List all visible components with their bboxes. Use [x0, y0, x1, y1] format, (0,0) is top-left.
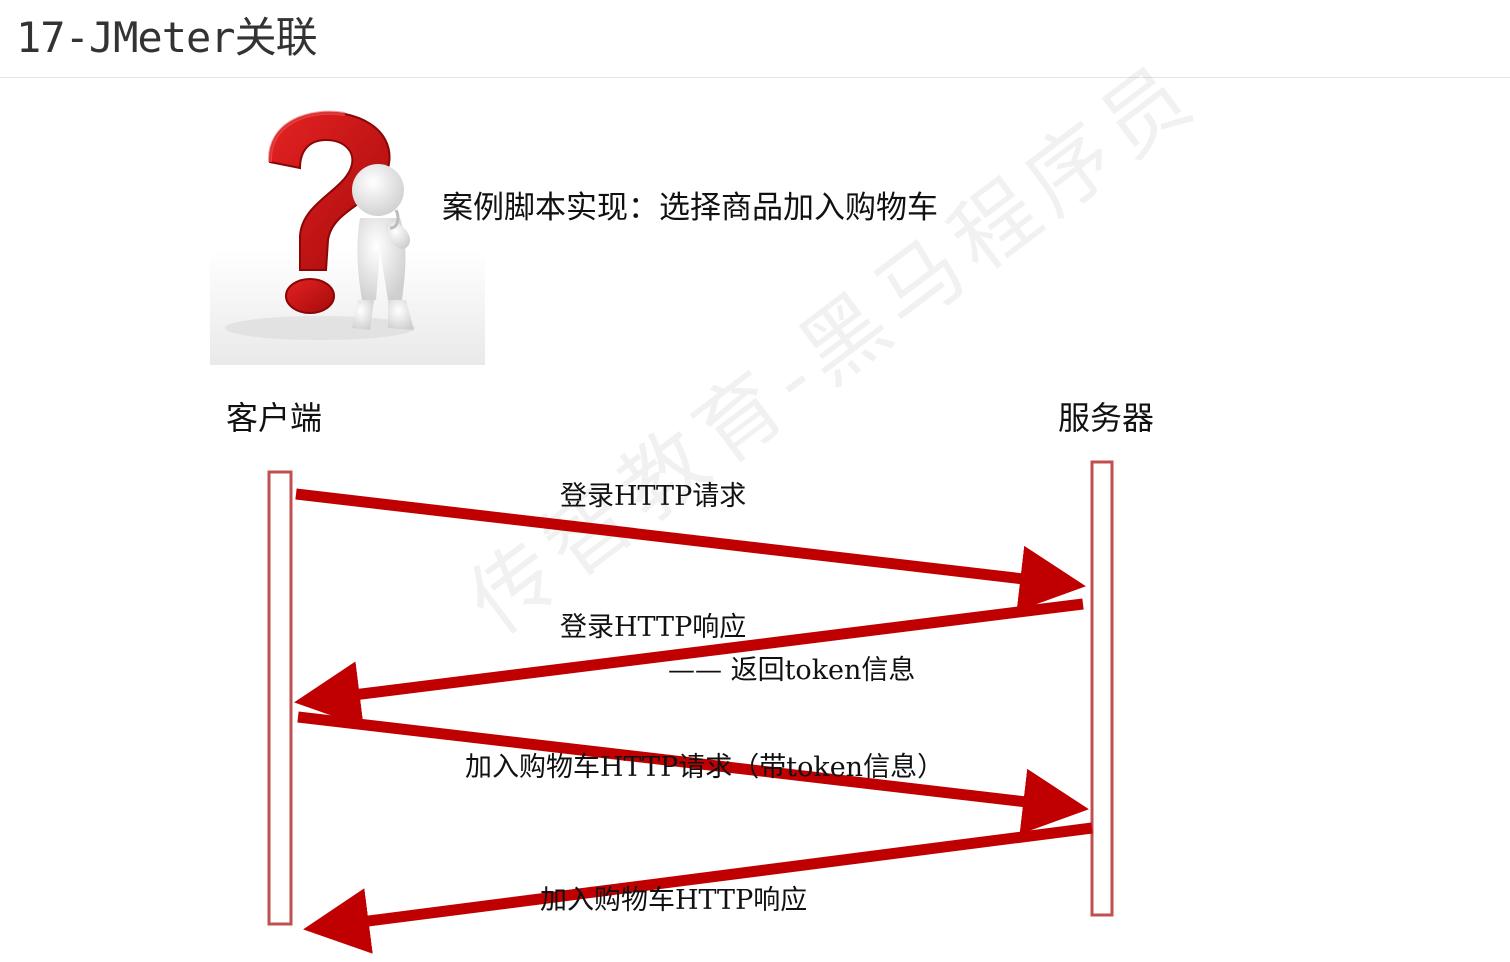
actor-server-label: 服务器 [1058, 399, 1155, 437]
message-login-response: 登录HTTP响应 [560, 612, 747, 643]
arrow-cart-request [297, 711, 1089, 835]
message-login-request: 登录HTTP请求 [560, 481, 747, 512]
arrow-cart-response [303, 822, 1093, 954]
message-cart-request: 加入购物车HTTP请求（带token信息） [465, 752, 945, 783]
case-description: 案例脚本实现：选择商品加入购物车 [442, 190, 938, 226]
actor-client-label: 客户端 [226, 399, 323, 437]
server-lifeline [1090, 460, 1114, 917]
title-bar: 17-JMeter关联 [0, 0, 1510, 78]
thinking-person-question-mark-icon [210, 110, 485, 365]
page-title: 17-JMeter关联 [16, 13, 318, 62]
message-login-response-note: —— 返回token信息 [668, 655, 916, 686]
arrow-login-response [294, 598, 1084, 727]
arrow-login-request [295, 488, 1086, 612]
message-cart-response: 加入购物车HTTP响应 [540, 885, 808, 916]
client-lifeline [267, 470, 293, 926]
